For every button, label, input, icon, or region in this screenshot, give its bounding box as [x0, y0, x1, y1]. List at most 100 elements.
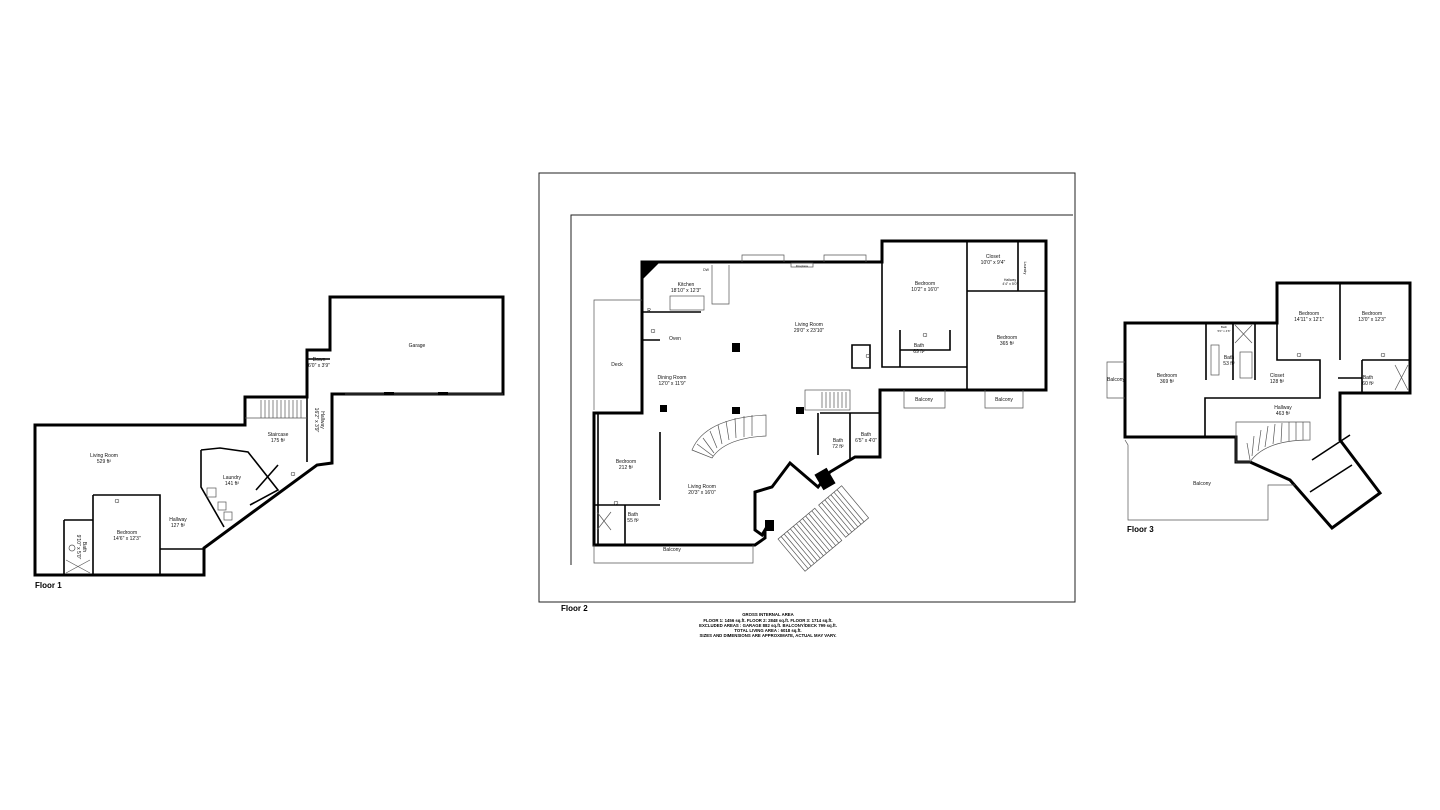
room-size: 69 ft²: [913, 349, 925, 355]
area-summary: GROSS INTERNAL AREA FLOOR 1: 1456 sq.ft.…: [699, 612, 837, 638]
closet-label: Cl: [1381, 353, 1386, 359]
room-label: Closet: [1270, 373, 1285, 379]
column: [642, 262, 660, 280]
floor-1-outline: [33, 295, 505, 577]
room-size: 10'0" x 9'4": [981, 260, 1006, 266]
room-size: 60 ft²: [1362, 381, 1374, 387]
room-size: 20'3" x 16'0": [688, 490, 716, 496]
appliance-label: DW: [703, 268, 710, 272]
sink-icon: [206, 487, 217, 498]
room-label: Balcony: [1193, 481, 1211, 487]
room-size: 529 ft²: [97, 459, 112, 465]
garage-post: [384, 392, 394, 395]
room-label: Bedroom: [1362, 311, 1382, 317]
room-size: 14'6" x 12'3": [113, 536, 141, 542]
closet-label: Cl: [115, 499, 120, 505]
room-label: Closet: [986, 254, 1001, 260]
room-label: Living Room: [688, 484, 716, 490]
room-size: 175 ft²: [271, 438, 286, 444]
room-label: Hallway: [1274, 405, 1292, 411]
room-size: 141 ft²: [225, 481, 240, 487]
floor-2-plan: Kitchen 18'10" x 12'3" Living Room 29'0"…: [538, 172, 1076, 638]
room-label: Bath: [861, 432, 872, 438]
shower-icon: [65, 559, 91, 574]
room-label: Balcony: [1107, 377, 1125, 383]
summary-heading: GROSS INTERNAL AREA: [742, 612, 794, 617]
room-label: Bedroom: [915, 281, 935, 287]
room-size: 9'10" x 5'0": [75, 535, 81, 560]
room-size: 10'2" x 16'0": [911, 287, 939, 293]
room-size: 127 ft²: [171, 523, 186, 529]
floor-3-outline: [1123, 281, 1412, 531]
column: [660, 405, 667, 412]
closet-label: Cl: [651, 329, 656, 335]
closet-label: Cl: [614, 501, 619, 507]
floor-2-frame: [538, 172, 1076, 603]
shower-icon: [596, 511, 612, 531]
closet-label: Cl: [866, 354, 871, 360]
floor-1-stairs: [245, 400, 307, 419]
room-label: Bath: [914, 343, 925, 349]
kitchen-island: [669, 295, 705, 311]
column: [732, 343, 740, 352]
garage-post: [438, 392, 448, 395]
room-size: 463 ft²: [1276, 411, 1291, 417]
column: [796, 407, 804, 414]
summary-excluded: EXCLUDED AREAS : GARAGE 882 sq.ft. BALCO…: [699, 623, 837, 628]
room-label: Bedroom: [997, 335, 1017, 341]
room-label: Balcony: [995, 397, 1013, 403]
room-size: 4'4" x 5'0": [1002, 282, 1018, 286]
appliance-label: Oven: [669, 336, 681, 342]
room-label: Balcony: [915, 397, 933, 403]
room-label: Hallway: [319, 411, 325, 429]
room-label: Bath: [628, 512, 639, 518]
shower-icon: [1234, 324, 1409, 391]
room-size: 12'0" x 11'9": [658, 381, 685, 387]
room-label: Deck: [611, 362, 623, 368]
room-size: 55 ft²: [627, 518, 639, 524]
balcony-outline: [593, 390, 1024, 564]
room-label: Living Room: [795, 322, 823, 328]
room-label: Bedroom: [616, 459, 636, 465]
closet-label: Cl: [923, 333, 928, 339]
deck-outline: [593, 299, 642, 410]
bathtub-icon: [1239, 351, 1253, 379]
room-label: Hallway: [169, 517, 187, 523]
room-label: Bath: [1221, 325, 1228, 329]
floor-2-interior-walls: [594, 241, 1046, 545]
room-size: 16'2" x 3'9": [313, 408, 319, 433]
room-size: 128 ft²: [1270, 379, 1285, 385]
room-label: Hallway: [1004, 278, 1017, 282]
room-label: Laundry: [1023, 262, 1027, 275]
room-label: Bath: [1224, 355, 1235, 361]
fireplace: [790, 262, 814, 268]
floor-2-inner-frame: [570, 214, 1073, 565]
summary-total: TOTAL LIVING AREA : 6018 sq.ft.: [734, 628, 801, 633]
dryer-icon: [223, 511, 233, 521]
floor-1-title: Floor 1: [35, 581, 62, 590]
room-label: Balcony: [663, 547, 681, 553]
column: [765, 520, 774, 531]
floor-2-exterior-stairs: [777, 485, 870, 572]
room-size: 212 ft²: [619, 465, 634, 471]
room-size: 6'5" x 4'0": [855, 438, 877, 444]
appliance-label: R: [647, 308, 651, 314]
floor-2-outline: [592, 239, 1048, 547]
room-size: 14'11" x 12'1": [1294, 317, 1324, 323]
floor-2-curved-stairs: [691, 414, 767, 459]
room-label: Bedroom: [117, 530, 137, 536]
room-label: Bath: [833, 438, 844, 444]
floor-3-title: Floor 3: [1127, 525, 1154, 534]
summary-disclaimer: SIZES AND DIMENSIONS ARE APPROXIMATE, AC…: [700, 633, 837, 638]
room-size: 72 ft²: [832, 444, 844, 450]
room-label: Bedroom: [1157, 373, 1177, 379]
floor-2-title: Floor 2: [561, 604, 588, 613]
room-label: Down: [313, 357, 326, 363]
washer-icon: [217, 501, 227, 511]
column: [732, 407, 740, 414]
balcony-outline: [1106, 361, 1295, 521]
room-size: 29'0" x 23'10": [794, 328, 824, 334]
room-label: Bath: [81, 542, 87, 553]
room-size: 369 ft²: [1160, 379, 1175, 385]
